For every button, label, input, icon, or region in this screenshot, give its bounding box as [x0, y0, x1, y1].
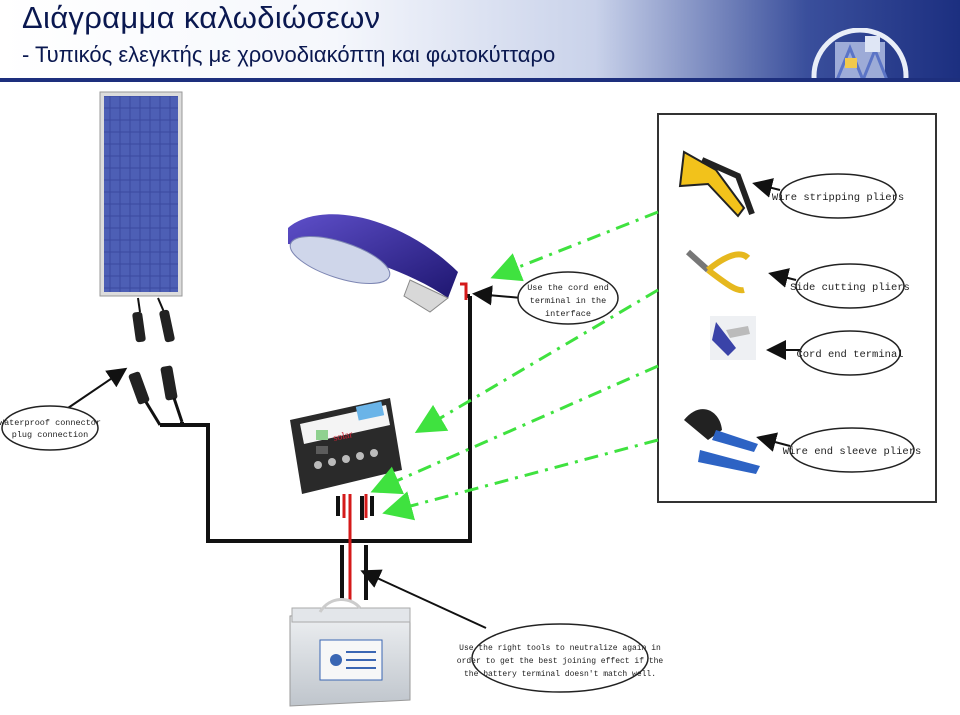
callout-cord-line3: interface [545, 309, 591, 319]
tool-label-wire-stripping: Wire stripping pliers [772, 192, 904, 204]
callout-connector-line1: Waterproof connector [0, 418, 101, 428]
red-wires [342, 282, 468, 600]
callout-wire-sleeve: Wire end sleeve pliers [783, 427, 922, 473]
callout-arrows [67, 178, 800, 629]
tool-label-cord-end: Cord end terminal [796, 349, 903, 361]
cord-end-terminal-icon [710, 316, 756, 360]
slide-header: Διάγραμμα καλωδιώσεων - Τυπικός ελεγκτής… [0, 0, 960, 82]
callout-cord-line2: terminal in the [530, 296, 607, 306]
guide-arrows [370, 210, 659, 521]
callout-connector-line2: plug connection [12, 430, 89, 440]
side-cutting-pliers-icon [685, 249, 751, 294]
solar-panel [99, 91, 183, 297]
callout-side-cutting: Side cutting pliers [790, 263, 910, 309]
street-lamp [288, 214, 458, 313]
battery [289, 598, 411, 707]
callout-wire-stripping: Wire stripping pliers [772, 173, 904, 219]
slide-title: Διάγραμμα καλωδιώσεων [22, 0, 381, 35]
tool-label-wire-sleeve: Wire end sleeve pliers [783, 446, 922, 458]
callout-battery-line1: Use the right tools to neutralize again … [459, 644, 661, 653]
callout-battery-tools: Use the right tools to neutralize again … [457, 623, 664, 693]
waterproof-connector-icon [128, 297, 184, 426]
callout-cord-end: Use the cord end terminal in the interfa… [517, 271, 619, 325]
slide-subtitle: - Τυπικός ελεγκτής με χρονοδιακόπτη και … [22, 42, 556, 67]
black-wires [160, 294, 472, 600]
tool-box [657, 113, 937, 503]
wire-stripping-pliers-icon [678, 150, 755, 218]
callout-cord-end-terminal: Cord end terminal [796, 330, 904, 376]
wiring-diagram: solar [0, 91, 937, 707]
callout-cord-line1: Use the cord end [527, 283, 609, 293]
callout-battery-line2: order to get the best joining effect if … [457, 657, 664, 666]
controller-brand: solar [332, 429, 354, 444]
callout-waterproof-connector: Waterproof connector plug connection [0, 405, 101, 451]
charge-controller: solar [290, 398, 402, 494]
tool-label-side-cutting: Side cutting pliers [790, 282, 910, 294]
header-rule [0, 78, 960, 82]
wire-end-sleeve-pliers-icon [684, 409, 760, 474]
company-logo-icon [811, 28, 909, 80]
callout-battery-line3: the battery terminal doesn't match well. [464, 670, 656, 679]
